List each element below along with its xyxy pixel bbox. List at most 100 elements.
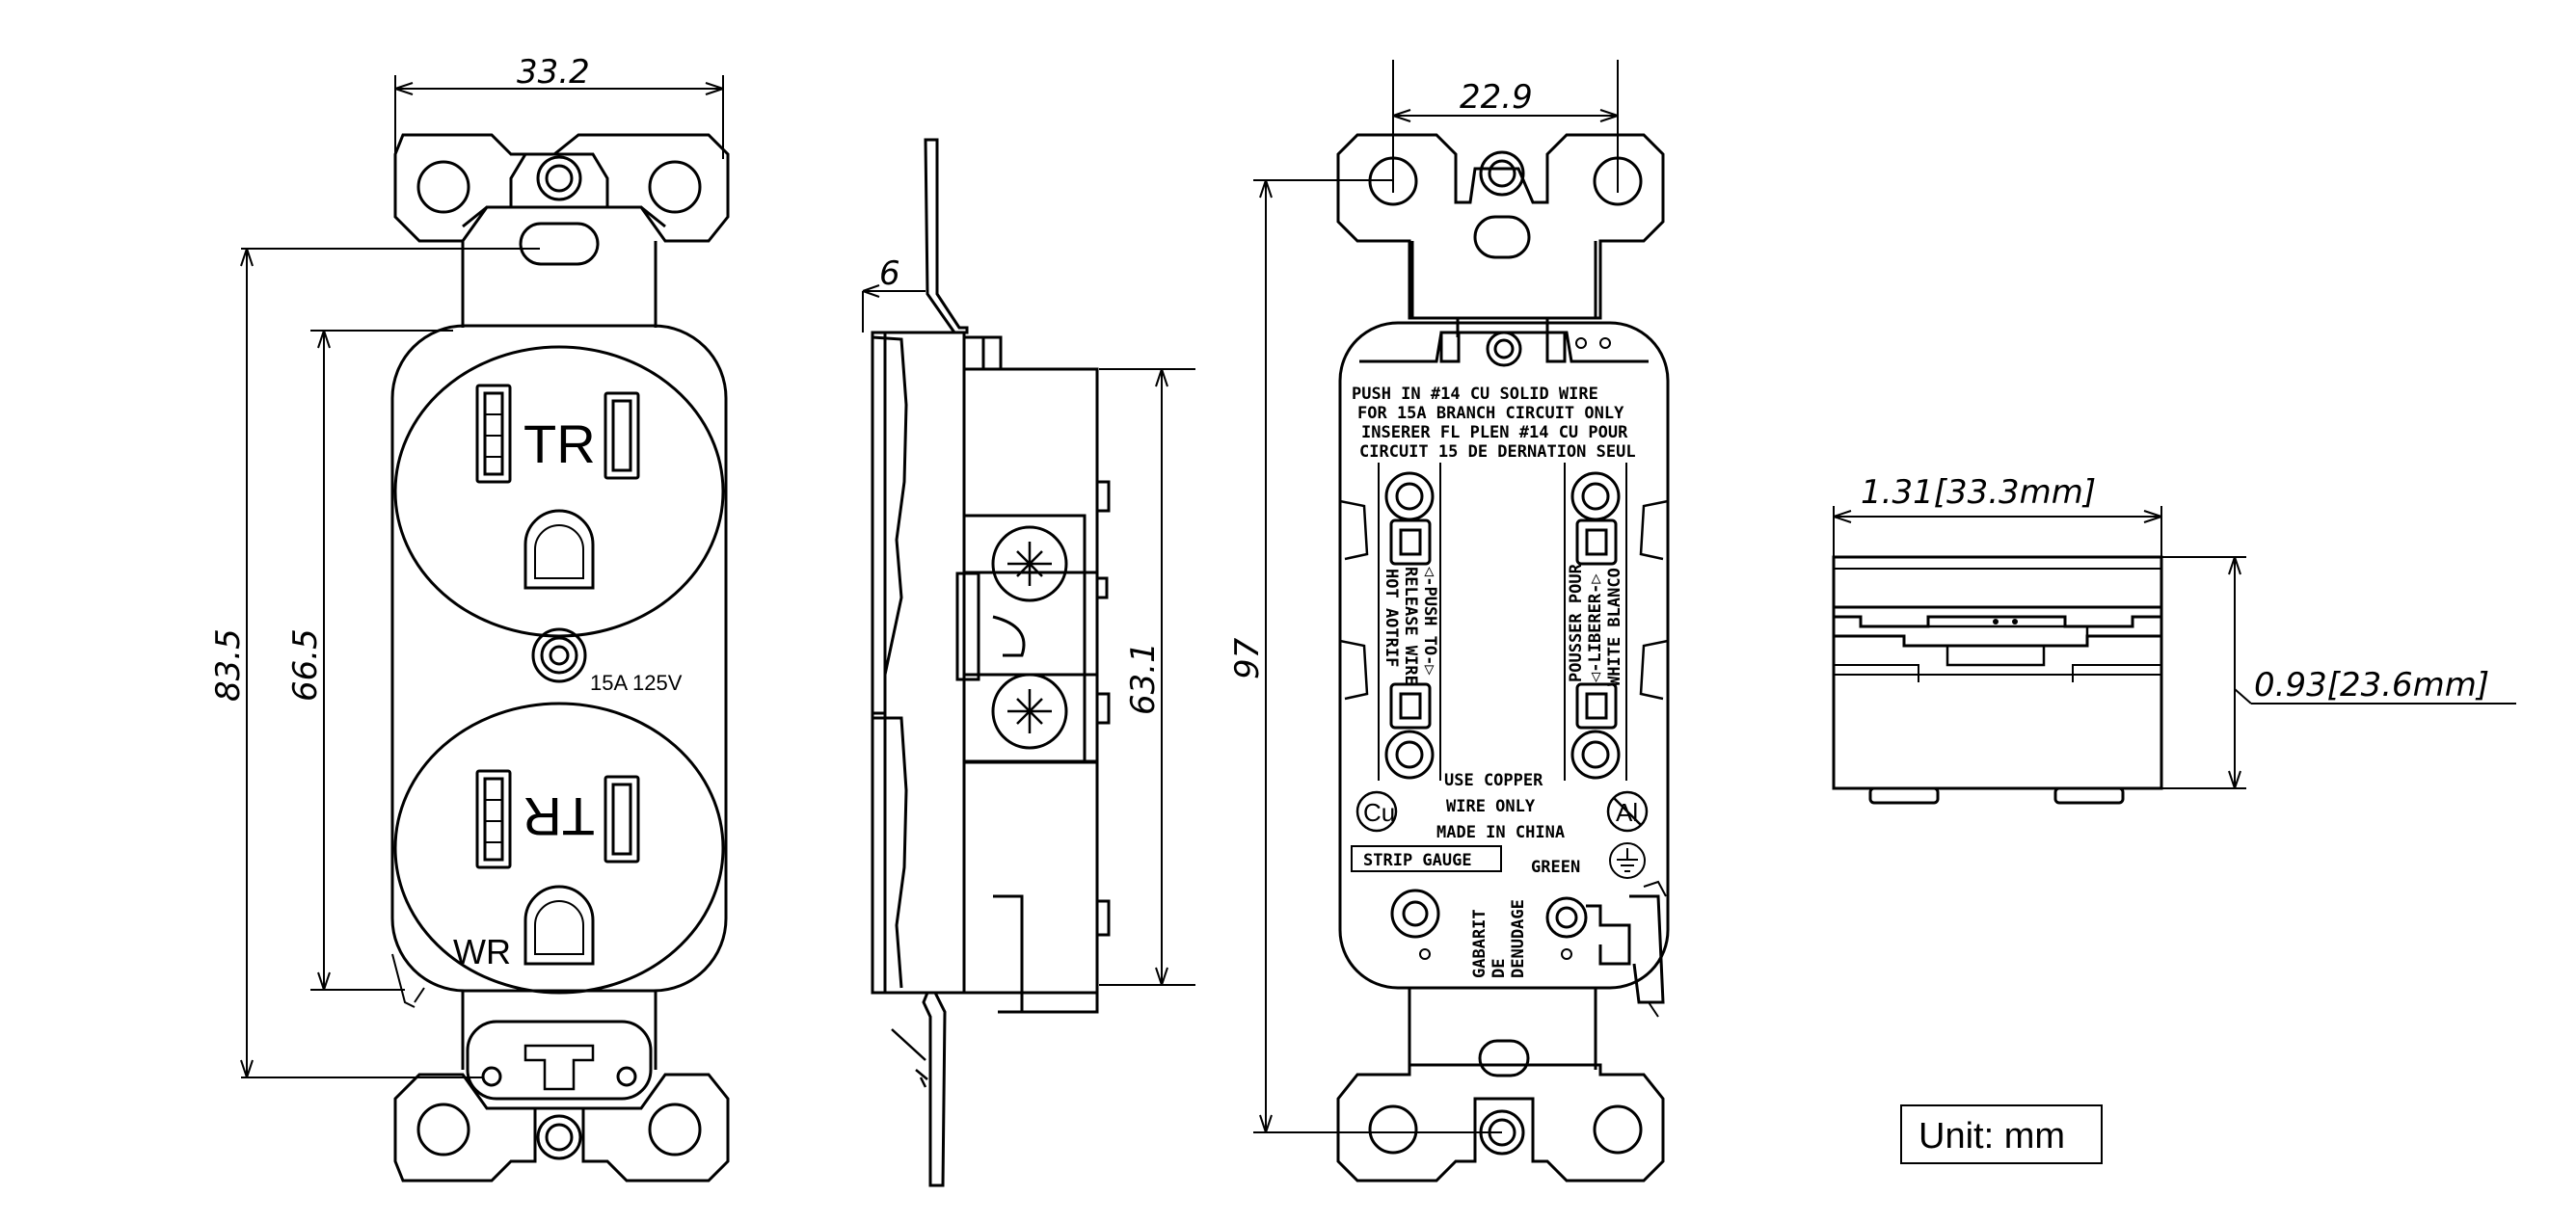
front-width-dimension — [394, 75, 724, 159]
back-bottom-neck — [1408, 988, 1597, 1070]
upper-outlet-label: TR — [523, 413, 596, 474]
back-left-upper-hole-inner — [1395, 482, 1424, 511]
back-width-dimension — [1392, 60, 1619, 193]
front-top-screw-inner — [545, 164, 574, 193]
left-vertical-line-2: RELEASE WIRE — [1401, 567, 1420, 685]
top-view-center-bridge — [1904, 625, 2089, 667]
lower-left-slot-inner — [483, 777, 504, 862]
back-left-lower-release — [1389, 682, 1432, 730]
side-strap-top — [924, 138, 969, 334]
copper-note-line-1: USE COPPER — [1444, 771, 1543, 790]
back-right-lower-release — [1575, 682, 1618, 730]
side-terminal-screw-lower — [991, 673, 1068, 750]
lower-outlet-face — [393, 702, 725, 995]
front-top-center-ear — [509, 152, 609, 209]
back-gabarit-labels: GABARIT DE DENUDAGE — [1470, 899, 1528, 978]
back-top-small-hole-2 — [1599, 337, 1611, 349]
gabarit-line-1: GABARIT — [1470, 909, 1489, 978]
front-top-right-ear-hole — [648, 160, 702, 214]
back-ground-terminal — [1586, 894, 1665, 1004]
back-top-screw-inner — [1488, 159, 1516, 188]
lower-outlet-label: TR — [523, 786, 595, 847]
upper-right-slot-inner — [611, 399, 632, 472]
back-height-value: 97 — [1228, 637, 1267, 679]
back-left-upper-hole-outer — [1384, 471, 1435, 521]
back-left-lower-release-inner — [1399, 692, 1422, 720]
back-left-lower-hole-inner — [1395, 740, 1424, 769]
upper-outlet-face — [393, 345, 725, 638]
side-terminal-screw-lower-cross — [1007, 689, 1052, 733]
al-symbol-strike — [1613, 797, 1642, 826]
back-left-vertical-labels: ◁-PUSH TO-▷ RELEASE WIRE HOT AOTRIF — [1382, 566, 1439, 685]
back-top-rivet-outer — [1486, 331, 1522, 367]
top-view-body — [1832, 555, 2163, 790]
back-top-small-hole — [1575, 337, 1587, 349]
gabarit-line-2: DE — [1489, 959, 1509, 978]
strip-gauge-box — [1351, 845, 1502, 872]
back-right-upper-hole-outer — [1570, 471, 1621, 521]
upper-left-slot — [475, 384, 512, 484]
back-right-lower-hole-inner — [1581, 740, 1610, 769]
top-view-dot-2 — [2012, 619, 2018, 625]
lower-left-slot-ribs — [485, 799, 502, 843]
side-bottom-tab — [993, 894, 1099, 1014]
back-left-terminal-frame — [1378, 463, 1441, 781]
front-body — [390, 324, 728, 993]
wr-label: WR — [453, 932, 511, 971]
front-bottom-right-ear-hole — [648, 1103, 702, 1157]
back-width-value: 22.9 — [1460, 78, 1533, 117]
back-right-terminal-frame — [1564, 463, 1627, 781]
back-bottom-left-screw-inner — [1402, 900, 1429, 927]
back-top-screw-outer — [1479, 150, 1525, 197]
back-bottom-strap — [1336, 1063, 1665, 1183]
side-view: 6 63.1 — [862, 138, 1195, 1187]
front-width-value: 33.2 — [517, 53, 590, 92]
back-top-rivet-inner — [1493, 338, 1515, 359]
back-body — [1338, 321, 1670, 990]
back-right-lower-hole-outer — [1570, 730, 1621, 780]
lower-ground-hole — [523, 885, 595, 966]
back-bottom-right-ear-hole — [1593, 1104, 1643, 1155]
back-bottom-left-screw-outer — [1390, 889, 1440, 939]
top-width-dimension — [1833, 506, 2162, 557]
front-bottom-slot — [523, 1044, 595, 1091]
lower-ground-hole-inner — [534, 900, 584, 955]
back-left-upper-release — [1389, 518, 1432, 566]
back-left-side-clips — [1339, 499, 1369, 701]
copper-note-line-2: WIRE ONLY — [1446, 797, 1536, 816]
side-strap-bottom — [922, 991, 947, 1187]
front-outer-height-value: 83.5 — [209, 628, 248, 702]
side-top-tab — [964, 335, 1003, 369]
side-mid-notch — [992, 615, 1026, 657]
instruction-line-2: FOR 15A BRANCH CIRCUIT ONLY — [1357, 404, 1624, 423]
top-view: 1.31[33.3mm] 0.93[23.6mm] — [1832, 473, 2516, 805]
front-strap-bevel — [462, 205, 666, 228]
side-lower-bump — [872, 716, 908, 989]
right-vertical-line-3: WHITE BLANCO — [1605, 568, 1624, 686]
center-screw-mid — [540, 636, 578, 675]
back-right-upper-hole-inner — [1581, 482, 1610, 511]
back-ground-dot — [1561, 948, 1572, 960]
front-top-slot — [519, 222, 600, 266]
back-right-vertical-labels: POUSSER POUR ◁-LIBERER-▷ WHITE BLANCO — [1567, 563, 1624, 686]
top-height-dimension — [2161, 556, 2516, 789]
cu-symbol: Cu — [1363, 798, 1395, 827]
top-view-foot-left — [1868, 786, 1940, 805]
back-bottom-slot — [1478, 1039, 1530, 1077]
right-vertical-line-1: POUSSER POUR — [1567, 563, 1586, 682]
cu-symbol-circle — [1355, 790, 1398, 833]
side-height-dimension — [1099, 368, 1195, 986]
instruction-line-1: PUSH IN #14 CU SOLID WIRE — [1352, 385, 1598, 404]
upper-left-slot-ribs — [485, 413, 502, 458]
upper-ground-hole-inner — [534, 524, 584, 579]
top-height-value: 0.93[23.6mm] — [2254, 666, 2489, 705]
lower-right-slot-inner — [611, 783, 632, 856]
front-side-clip-right — [414, 987, 425, 1003]
side-depth-value: 6 — [879, 254, 900, 293]
front-bottom-strap — [393, 1073, 730, 1183]
gabarit-line-3: DENUDAGE — [1509, 899, 1528, 978]
copper-note-line-3: MADE IN CHINA — [1436, 823, 1565, 842]
front-inner-height-dimension — [310, 330, 453, 991]
top-view-yoke — [1834, 615, 2161, 648]
front-outer-height-dimension — [240, 248, 540, 1078]
